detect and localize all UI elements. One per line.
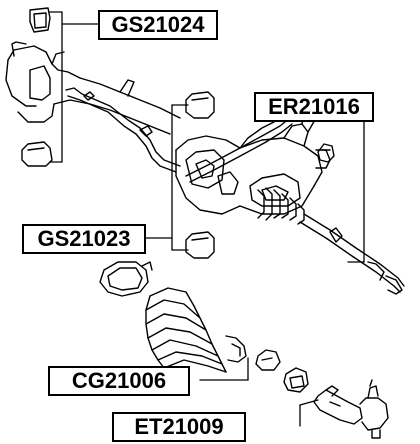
part-label-gs21023[interactable]: GS21023 xyxy=(22,224,146,254)
outer-tie-rod-end xyxy=(313,379,389,439)
mount-bushing-right-lower xyxy=(185,231,215,259)
lock-nut xyxy=(283,367,309,393)
mount-bushing-lower xyxy=(21,141,53,167)
small-boot-clamp xyxy=(255,349,281,371)
steering-gear-body xyxy=(175,109,335,215)
part-label-er21016[interactable]: ER21016 xyxy=(254,92,374,122)
inner-tie-rod xyxy=(257,187,405,295)
part-label-et21009[interactable]: ET21009 xyxy=(112,412,246,442)
part-label-gs21024[interactable]: GS21024 xyxy=(98,10,218,40)
part-label-cg21006[interactable]: CG21006 xyxy=(48,366,190,396)
rack-housing xyxy=(5,41,181,173)
callout-lines xyxy=(49,11,365,427)
mount-bushing-right-upper xyxy=(185,91,215,119)
rack-boot xyxy=(145,287,247,373)
boot-clamp-band xyxy=(99,261,153,297)
mount-bushing-upper xyxy=(29,7,51,33)
